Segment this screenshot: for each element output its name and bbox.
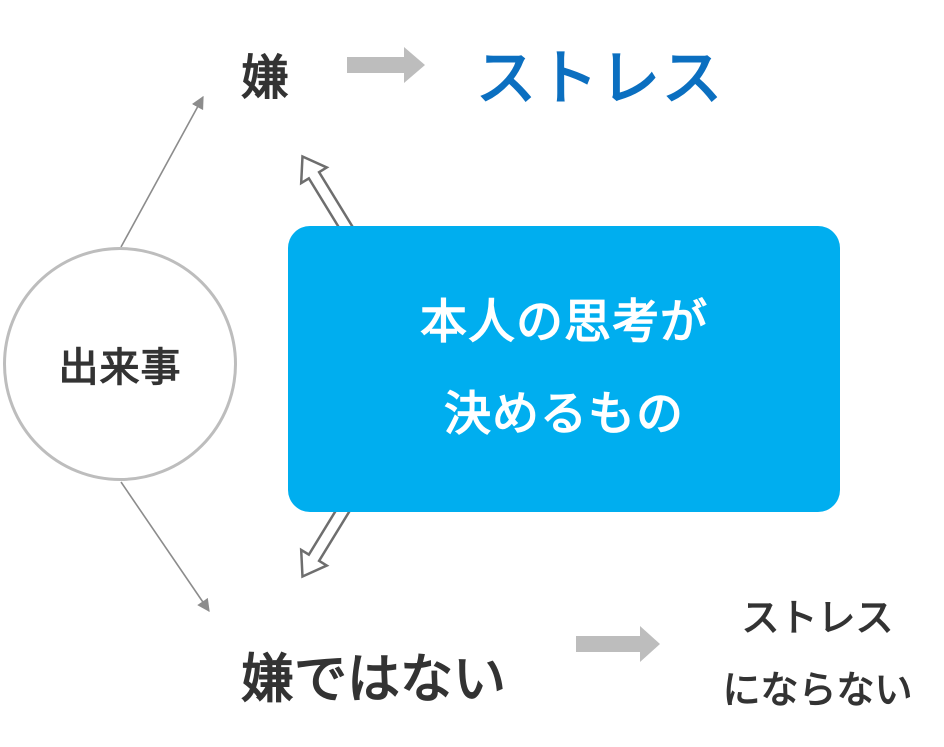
no-stress-label: ストレス にならない: [705, 582, 930, 726]
arrow-not-dislike-to-no-stress: [576, 626, 660, 662]
thought-box-line-1: 本人の思考が: [420, 295, 708, 350]
thought-box: 本人の思考が 決めるもの: [288, 226, 840, 512]
dislike-label: 嫌: [241, 50, 290, 106]
connector-event-to-dislike: [120, 95, 204, 248]
connector-event-to-not-dislike: [120, 481, 210, 613]
not-dislike-label: 嫌ではない: [241, 649, 506, 710]
no-stress-line-1: ストレス: [741, 596, 894, 640]
no-stress-line-2: にならない: [722, 668, 913, 712]
thought-box-line-2: 決めるもの: [444, 387, 684, 442]
event-node: 出来事: [3, 247, 237, 481]
arrow-dislike-to-stress: [347, 47, 425, 83]
event-label: 出来事: [58, 345, 182, 391]
stress-label: ストレス: [476, 44, 724, 114]
